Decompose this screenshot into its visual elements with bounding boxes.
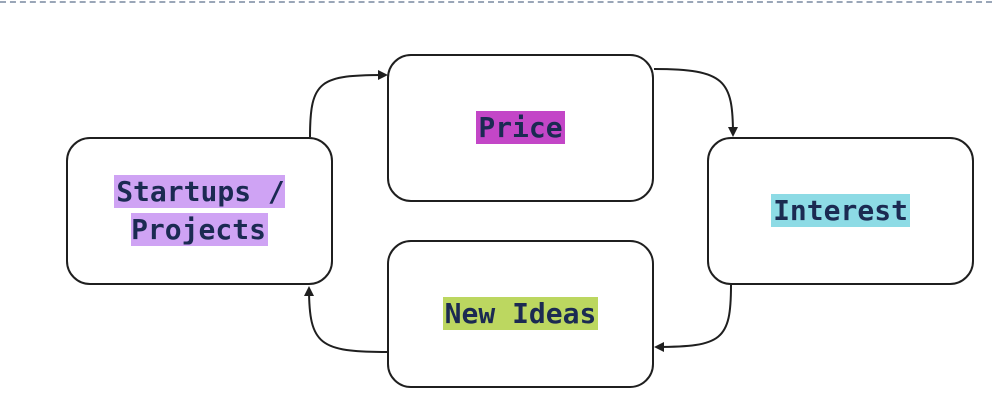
node-startups: Startups / Projects	[66, 137, 333, 285]
node-new-ideas-label: New Ideas	[441, 295, 601, 333]
node-price-label: Price	[474, 109, 566, 147]
node-price-text: Price	[476, 111, 565, 144]
top-dashed-divider	[0, 1, 992, 3]
node-price: Price	[387, 54, 654, 202]
node-new-ideas: New Ideas	[387, 240, 654, 388]
node-interest-label: Interest	[769, 192, 912, 230]
node-interest: Interest	[707, 137, 974, 285]
arrow-startups-to-price	[309, 70, 388, 138]
node-startups-label: Startups / Projects	[112, 173, 287, 249]
node-startups-text: Startups / Projects	[114, 175, 285, 246]
arrow-new-ideas-to-startups	[304, 286, 388, 353]
arrow-interest-to-new-ideas	[654, 284, 732, 352]
arrow-price-to-interest	[653, 68, 738, 137]
node-new-ideas-text: New Ideas	[442, 297, 599, 330]
node-interest-text: Interest	[771, 194, 910, 227]
